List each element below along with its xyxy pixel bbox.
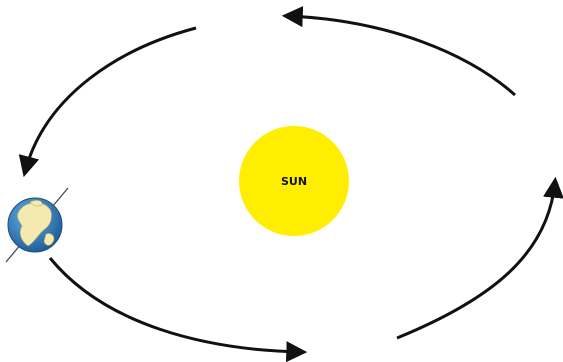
orbit-arrow-top-right xyxy=(287,16,515,95)
earth xyxy=(6,188,68,262)
sun: SUN xyxy=(239,126,349,236)
sun-label: SUN xyxy=(281,175,307,188)
orbit-arrow-top-left xyxy=(25,28,196,172)
orbit-arrow-bottom-right xyxy=(397,182,555,338)
orbit-arrow-bottom-left xyxy=(50,258,302,352)
